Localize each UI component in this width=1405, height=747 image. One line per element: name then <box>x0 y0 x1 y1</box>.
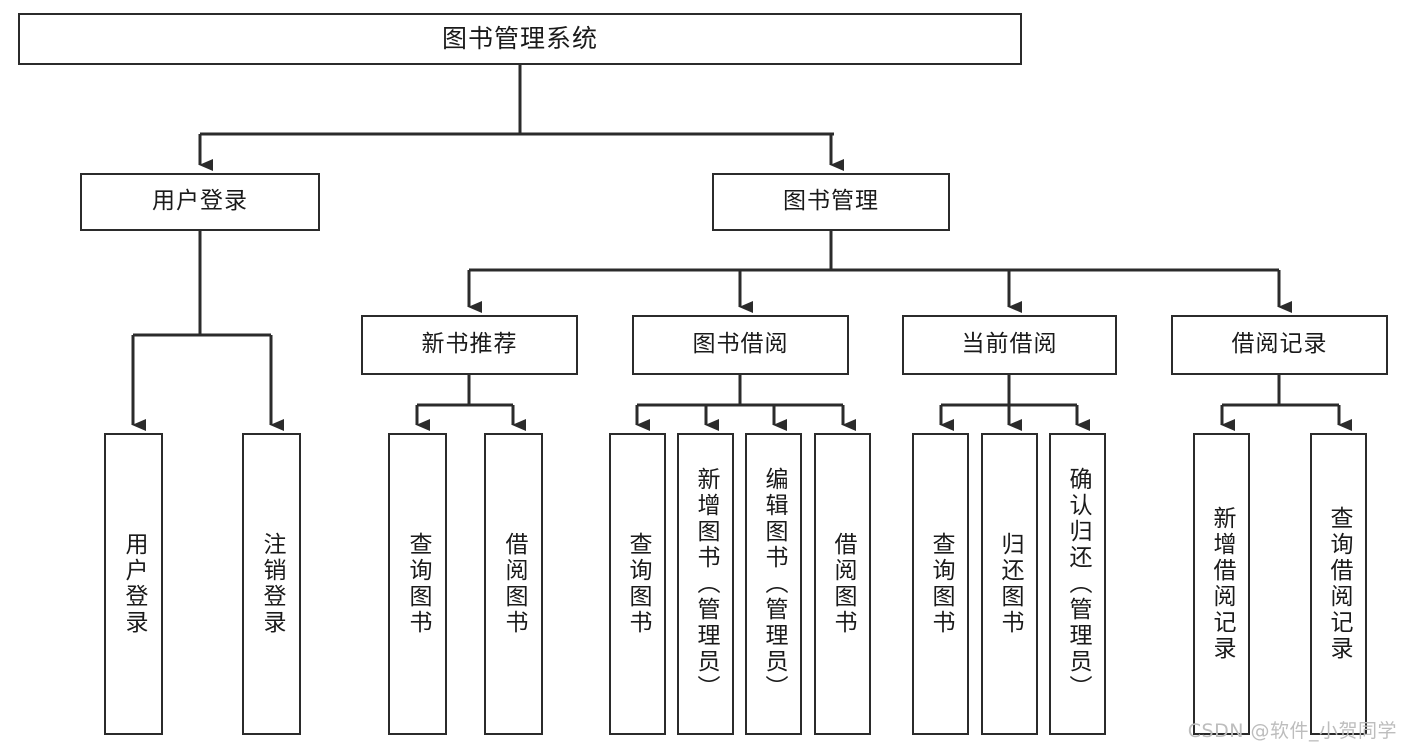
leaf-query-book-1[interactable]: 查询图书 <box>388 433 447 735</box>
leaf-edit-book-label: 编辑图书（管理员） <box>761 467 787 701</box>
leaf-add-book[interactable]: 新增图书（管理员） <box>677 433 734 735</box>
leaf-query-book-3[interactable]: 查询图书 <box>912 433 969 735</box>
node-root-label: 图书管理系统 <box>441 24 598 53</box>
leaf-query-book-2-label: 查询图书 <box>625 532 651 636</box>
leaf-query-record[interactable]: 查询借阅记录 <box>1310 433 1367 735</box>
node-book-manage-label: 图书管理 <box>783 188 879 215</box>
leaf-confirm-return-label: 确认归还（管理员） <box>1065 467 1091 701</box>
leaf-user-login[interactable]: 用户登录 <box>104 433 163 735</box>
node-borrow-record[interactable]: 借阅记录 <box>1171 315 1388 375</box>
leaf-query-book-2[interactable]: 查询图书 <box>609 433 666 735</box>
node-new-book-recommend[interactable]: 新书推荐 <box>361 315 578 375</box>
leaf-confirm-return[interactable]: 确认归还（管理员） <box>1049 433 1106 735</box>
leaf-add-book-label: 新增图书（管理员） <box>693 467 719 701</box>
node-book-manage[interactable]: 图书管理 <box>712 173 950 231</box>
leaf-borrow-book-1[interactable]: 借阅图书 <box>484 433 543 735</box>
leaf-return-book-label: 归还图书 <box>997 532 1023 636</box>
node-borrow-record-label: 借阅记录 <box>1231 331 1328 358</box>
watermark: CSDN @软件_小贺同学 <box>1187 720 1397 742</box>
leaf-borrow-book-2-label: 借阅图书 <box>830 532 856 636</box>
leaf-query-book-1-label: 查询图书 <box>405 532 431 636</box>
leaf-borrow-book-1-label: 借阅图书 <box>501 532 527 636</box>
leaf-edit-book[interactable]: 编辑图书（管理员） <box>745 433 802 735</box>
leaf-user-logout-label: 注销登录 <box>259 532 285 636</box>
leaf-user-logout[interactable]: 注销登录 <box>242 433 301 735</box>
node-user-login-label: 用户登录 <box>152 188 248 215</box>
leaf-add-record-label: 新增借阅记录 <box>1209 506 1235 662</box>
leaf-borrow-book-2[interactable]: 借阅图书 <box>814 433 871 735</box>
leaf-query-record-label: 查询借阅记录 <box>1326 506 1352 662</box>
node-book-borrow[interactable]: 图书借阅 <box>632 315 849 375</box>
node-new-book-recommend-label: 新书推荐 <box>421 331 518 358</box>
node-book-borrow-label: 图书借阅 <box>692 331 789 358</box>
node-current-borrow-label: 当前借阅 <box>961 331 1058 358</box>
leaf-return-book[interactable]: 归还图书 <box>981 433 1038 735</box>
leaf-add-record[interactable]: 新增借阅记录 <box>1193 433 1250 735</box>
leaf-user-login-label: 用户登录 <box>121 532 147 636</box>
node-user-login[interactable]: 用户登录 <box>80 173 320 231</box>
node-current-borrow[interactable]: 当前借阅 <box>902 315 1117 375</box>
node-root[interactable]: 图书管理系统 <box>18 13 1022 65</box>
leaf-query-book-3-label: 查询图书 <box>928 532 954 636</box>
